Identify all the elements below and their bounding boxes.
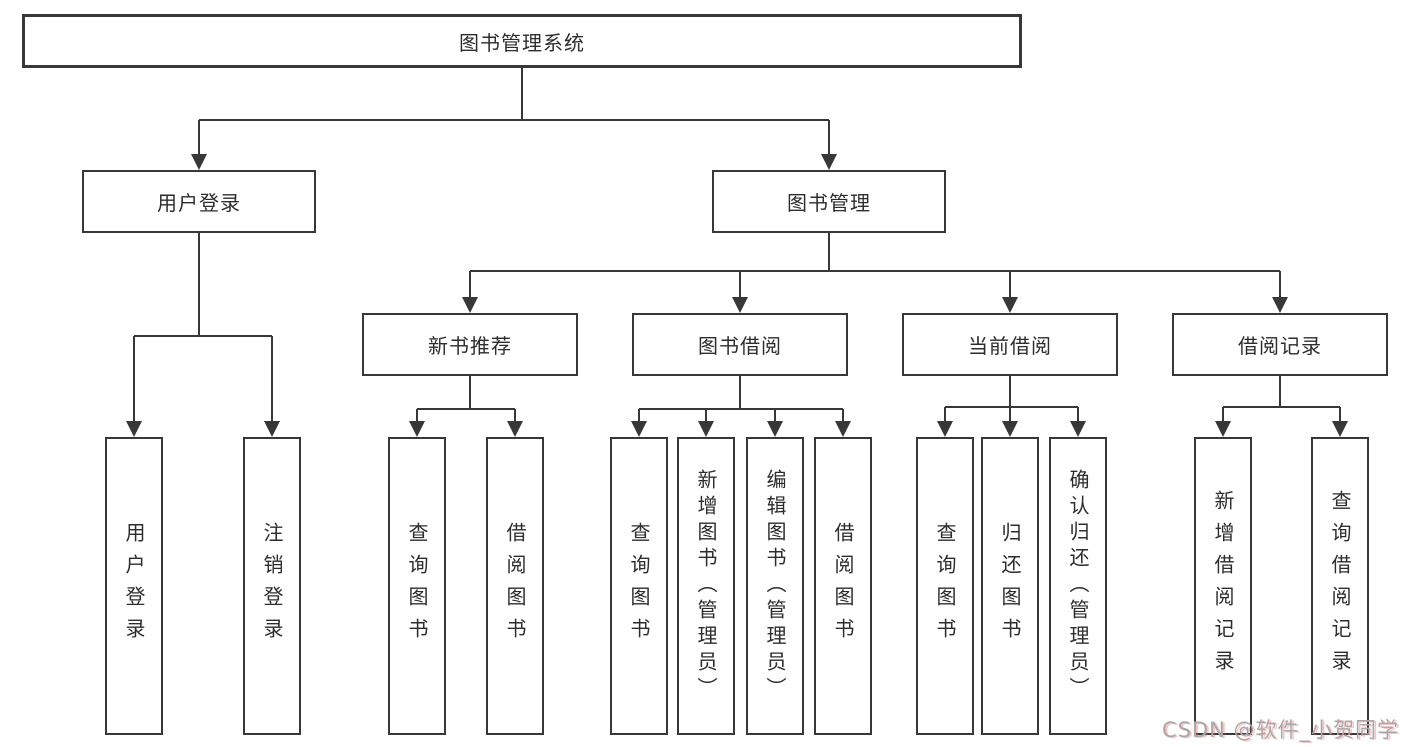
leaf-add-book-admin: 新增图书（管理员） [677, 437, 735, 735]
leaf-query-borrow-record-label: 查询借阅记录 [1328, 490, 1352, 682]
node-borrowing-records-label: 借阅记录 [1238, 334, 1322, 358]
node-book-borrowing-label: 图书借阅 [698, 334, 782, 358]
leaf-recommend-query-books: 查询图书 [388, 437, 446, 735]
leaf-current-query-books-label: 查询图书 [933, 522, 957, 650]
leaf-borrowing-borrow-books: 借阅图书 [814, 437, 872, 735]
node-user-login: 用户登录 [82, 170, 316, 233]
node-book-management-label: 图书管理 [787, 191, 871, 215]
leaf-return-books: 归还图书 [981, 437, 1039, 735]
leaf-user-login: 用户登录 [105, 437, 163, 735]
node-current-borrowing: 当前借阅 [902, 313, 1118, 376]
node-root: 图书管理系统 [22, 14, 1022, 68]
node-book-management: 图书管理 [712, 170, 946, 233]
leaf-logout: 注销登录 [243, 437, 301, 735]
leaf-add-borrow-record-label: 新增借阅记录 [1211, 490, 1235, 682]
leaf-confirm-return-admin: 确认归还（管理员） [1049, 437, 1107, 735]
node-borrowing-records: 借阅记录 [1172, 313, 1388, 376]
leaf-confirm-return-admin-label: 确认归还（管理员） [1066, 469, 1090, 703]
leaf-borrowing-query-books: 查询图书 [610, 437, 668, 735]
node-current-borrowing-label: 当前借阅 [968, 334, 1052, 358]
leaf-edit-book-admin: 编辑图书（管理员） [746, 437, 804, 735]
leaf-logout-label: 注销登录 [260, 522, 284, 650]
leaf-add-borrow-record: 新增借阅记录 [1194, 437, 1252, 735]
connector-line-group [133, 68, 1341, 423]
leaf-current-query-books: 查询图书 [916, 437, 974, 735]
node-new-book-recommend: 新书推荐 [362, 313, 578, 376]
leaf-recommend-borrow-books-label: 借阅图书 [503, 522, 527, 650]
node-new-book-recommend-label: 新书推荐 [428, 334, 512, 358]
leaf-recommend-borrow-books: 借阅图书 [486, 437, 544, 735]
arrowhead-group [126, 154, 1348, 437]
node-root-label: 图书管理系统 [459, 30, 585, 55]
leaf-edit-book-admin-label: 编辑图书（管理员） [763, 469, 787, 703]
leaf-user-login-label: 用户登录 [122, 522, 146, 650]
leaf-borrowing-borrow-books-label: 借阅图书 [831, 522, 855, 650]
leaf-borrowing-query-books-label: 查询图书 [627, 522, 651, 650]
leaf-return-books-label: 归还图书 [998, 522, 1022, 650]
csdn-watermark: CSDN @软件_小贺同学 [1161, 718, 1399, 742]
leaf-recommend-query-books-label: 查询图书 [405, 522, 429, 650]
node-user-login-label: 用户登录 [157, 191, 241, 215]
node-book-borrowing: 图书借阅 [632, 313, 848, 376]
leaf-query-borrow-record: 查询借阅记录 [1311, 437, 1369, 735]
leaf-add-book-admin-label: 新增图书（管理员） [694, 469, 718, 703]
